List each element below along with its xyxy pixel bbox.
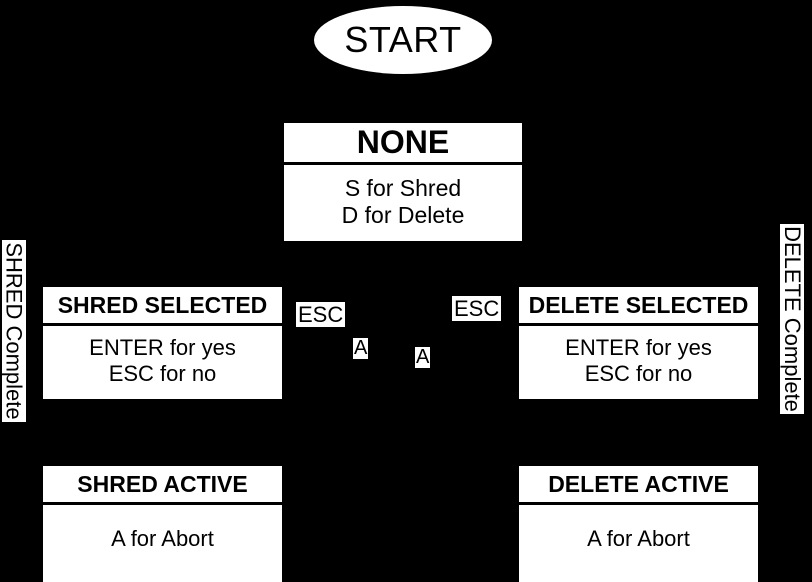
transition-label-esc-shred: ESC — [296, 302, 346, 328]
state-shred-active-title: SHRED ACTIVE — [43, 466, 282, 505]
state-node-delete-selected[interactable]: DELETE SELECTED ENTER for yes ESC for no — [519, 287, 758, 399]
state-none-body: S for Shred D for Delete — [284, 165, 522, 241]
state-delete-selected-body-line-2: ESC for no — [584, 360, 693, 386]
transition-label-abort-shred: A — [353, 337, 369, 359]
start-node-label: START — [344, 19, 462, 60]
state-delete-active-body-line-1: A for Abort — [587, 526, 690, 551]
transition-label-abort-delete: A — [415, 346, 431, 368]
state-shred-selected-title: SHRED SELECTED — [43, 287, 282, 326]
state-delete-active-body: A for Abort — [519, 505, 758, 582]
state-shred-selected-body-line-2: ESC for no — [108, 360, 217, 386]
state-shred-selected-body: ENTER for yes ESC for no — [43, 326, 282, 399]
transition-label-esc-delete: ESC — [452, 296, 502, 322]
transition-label-delete-complete: DELETE Complete — [780, 224, 806, 414]
state-delete-active-title: DELETE ACTIVE — [519, 466, 758, 505]
state-node-none[interactable]: NONE S for Shred D for Delete — [284, 123, 522, 241]
transition-label-shred-complete-text: SHRED Complete — [2, 242, 27, 420]
state-none-body-line-1: S for Shred — [344, 175, 462, 201]
state-shred-active-body: A for Abort — [43, 505, 282, 582]
transition-label-shred-complete: SHRED Complete — [2, 240, 27, 422]
state-delete-selected-title: DELETE SELECTED — [519, 287, 758, 326]
state-delete-selected-body-line-1: ENTER for yes — [565, 335, 712, 360]
state-shred-active-body-line-1: A for Abort — [111, 526, 214, 551]
state-node-delete-active[interactable]: DELETE ACTIVE A for Abort — [519, 466, 758, 582]
state-node-shred-selected[interactable]: SHRED SELECTED ENTER for yes ESC for no — [43, 287, 282, 399]
state-node-shred-active[interactable]: SHRED ACTIVE A for Abort — [43, 466, 282, 582]
transition-label-delete-complete-text: DELETE Complete — [780, 226, 806, 412]
state-none-body-line-2: D for Delete — [341, 202, 465, 229]
state-delete-selected-body: ENTER for yes ESC for no — [519, 326, 758, 399]
state-shred-selected-body-line-1: ENTER for yes — [89, 335, 236, 360]
state-none-title: NONE — [284, 123, 522, 165]
start-node[interactable]: START — [314, 6, 492, 74]
